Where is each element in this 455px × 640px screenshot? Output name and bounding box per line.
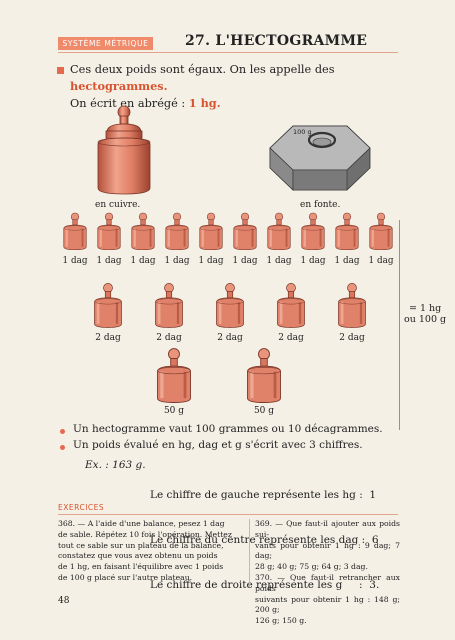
equals-label: = 1 hg ou 100 g xyxy=(401,303,446,325)
copper-weight-icon xyxy=(369,212,393,251)
exercise-line: 370. — Que faut-il retrancher aux poids xyxy=(255,572,400,593)
copper-weight-icon xyxy=(247,348,281,403)
round-bullet-icon xyxy=(60,445,65,450)
copper-caption: en cuivre. xyxy=(95,200,141,210)
weight-label: 1 dag xyxy=(164,256,190,266)
weight-label: 1 dag xyxy=(368,256,394,266)
copper-weight-icon xyxy=(267,212,291,251)
exercise-line: constatez que vous avez obtenu un poids xyxy=(58,551,218,561)
exercise-line: 369. — Que faut-il ajouter aux poids sui… xyxy=(255,519,400,539)
weight-label: 1 dag xyxy=(300,256,326,266)
weight-label: 1 dag xyxy=(130,256,156,266)
exercise-line: de 100 g placé sur l'autre plateau. xyxy=(58,572,193,582)
intro-line1: Ces deux poids sont égaux. On les appell… xyxy=(70,63,335,76)
header-rule xyxy=(58,52,398,53)
exercises-369-370: 369. — Que faut-il ajouter aux poids sui… xyxy=(255,519,400,627)
intro-line2: On écrit en abrégé : xyxy=(70,97,189,110)
copper-weight-icon xyxy=(94,283,122,328)
column-separator xyxy=(249,519,250,587)
weight-label: 50 g xyxy=(253,406,275,416)
copper-weight-icon xyxy=(165,212,189,251)
example-line-hg: Le chiffre de gauche représente les hg :… xyxy=(150,489,377,501)
intro-highlight-1hg: 1 hg. xyxy=(188,96,221,110)
statement-2: Un poids évalué en hg, dag et g s'écrit … xyxy=(73,439,363,451)
copper-weight-icon xyxy=(335,212,359,251)
weight-label: 1 dag xyxy=(334,256,360,266)
exercise-line: de sable. Répétez 10 fois l'opération. M… xyxy=(58,529,232,539)
copper-weight-icon xyxy=(157,348,191,403)
equals-line1: = 1 hg xyxy=(409,303,442,314)
weight-label: 1 dag xyxy=(232,256,258,266)
exercise-line: 126 g; 150 g. xyxy=(255,616,307,626)
weight-label: 2 dag xyxy=(339,333,365,343)
equality-bracket xyxy=(399,220,400,430)
intro-highlight-hectogrammes: hectogrammes. xyxy=(70,79,168,93)
exercise-line: tout ce sable sur un plateau de la balan… xyxy=(58,540,224,550)
exercise-line: suivants pour obtenir 1 hg : 148 g; 200 … xyxy=(255,594,400,615)
copper-weight-icon xyxy=(277,283,305,328)
weight-label: 2 dag xyxy=(278,333,304,343)
example-prefix: Ex. : 163 g. xyxy=(85,459,146,471)
section-label: SYSTÈME MÉTRIQUE xyxy=(58,37,153,50)
weight-label: 2 dag xyxy=(95,333,121,343)
iron-weight-label: 100 g xyxy=(293,128,312,136)
exercise-line: 368. — A l'aide d'une balance, pesez 1 d… xyxy=(58,519,225,528)
weight-label: 1 dag xyxy=(62,256,88,266)
copper-weight-icon xyxy=(97,105,151,195)
round-bullet-icon xyxy=(60,429,65,434)
copper-weight-icon xyxy=(301,212,325,251)
weight-label: 1 dag xyxy=(266,256,292,266)
page-number: 48 xyxy=(58,596,70,606)
example-line-g: Le chiffre de droite représente les g : … xyxy=(150,579,380,591)
intro-text: Ces deux poids sont égaux. On les appell… xyxy=(70,62,400,112)
page-title: 27. L'HECTOGRAMME xyxy=(185,33,368,49)
copper-weight-icon xyxy=(338,283,366,328)
exercises-rule xyxy=(58,514,398,515)
iron-caption: en fonte. xyxy=(300,200,341,210)
copper-weight-icon xyxy=(131,212,155,251)
square-bullet-icon xyxy=(57,67,64,74)
equals-line2: ou 100 g xyxy=(404,314,447,325)
example-line-dag: Le chiffre du centre représente les dag … xyxy=(150,534,379,546)
copper-weight-icon xyxy=(63,212,87,251)
exercises-heading: EXERCICES xyxy=(58,503,105,512)
weight-label: 50 g xyxy=(163,406,185,416)
copper-weight-icon xyxy=(233,212,257,251)
copper-weight-icon xyxy=(199,212,223,251)
exercise-line: 28 g; 40 g; 75 g; 64 g; 3 dag. xyxy=(255,562,368,572)
copper-weight-icon xyxy=(97,212,121,251)
weight-label: 1 dag xyxy=(198,256,224,266)
exercise-line: de 1 hg, en faisant l'équilibre avec 1 p… xyxy=(58,562,224,572)
copper-weight-icon xyxy=(216,283,244,328)
exercise-368: 368. — A l'aide d'une balance, pesez 1 d… xyxy=(58,519,244,584)
weight-label: 2 dag xyxy=(156,333,182,343)
statement-1: Un hectogramme vaut 100 grammes ou 10 dé… xyxy=(73,423,383,435)
example-lines: Le chiffre de gauche représente les hg :… xyxy=(150,458,379,608)
weight-label: 1 dag xyxy=(96,256,122,266)
weight-label: 2 dag xyxy=(217,333,243,343)
iron-weight-icon xyxy=(269,125,371,191)
exercise-line: vants pour obtenir 1 hg : 9 dag; 7 dag; xyxy=(255,540,400,561)
copper-weight-icon xyxy=(155,283,183,328)
